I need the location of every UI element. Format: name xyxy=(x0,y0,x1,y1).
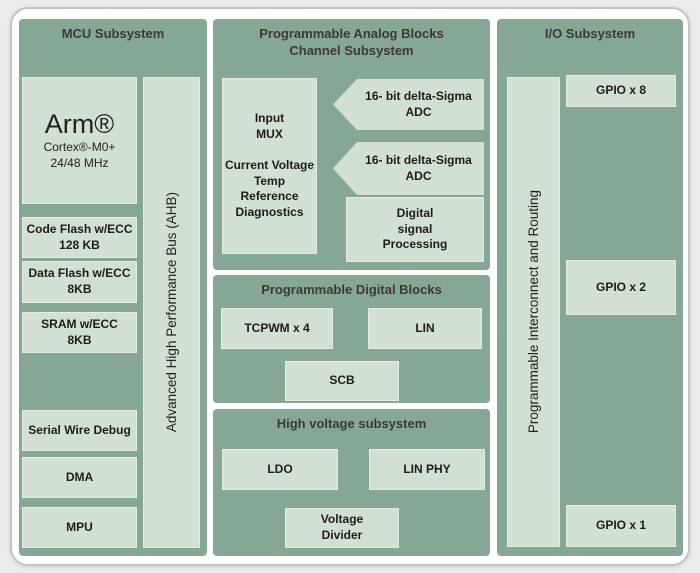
block-voltage-divider: Voltage Divider xyxy=(285,508,399,548)
io-subsystem-title: I/O Subsystem xyxy=(544,26,636,41)
block-ldo: LDO xyxy=(222,449,338,490)
ahb-bus-label: Advanced High Performance Bus (AHB) xyxy=(164,192,179,433)
block-tcpwm: TCPWM x 4 xyxy=(221,308,333,349)
high-voltage-subsystem-title: High voltage subsystem xyxy=(276,416,427,431)
block-digital-signal-processing: Digital signal Processing xyxy=(346,197,484,262)
mcu-subsystem-title: MCU Subsystem xyxy=(61,26,165,41)
block-gpio-x8: GPIO x 8 xyxy=(566,75,676,107)
block-data-flash: Data Flash w/ECC 8KB xyxy=(22,261,137,303)
io-subsystem-panel: I/O Subsystem Programmable Interconnect … xyxy=(497,19,683,556)
block-gpio-x2: GPIO x 2 xyxy=(566,260,676,315)
diagram-frame: MCU Subsystem Arm® Cortex®-M0+ 24/48 MHz… xyxy=(10,7,690,566)
block-lin-phy: LIN PHY xyxy=(369,449,485,490)
analog-subsystem-panel: Programmable Analog Blocks Channel Subsy… xyxy=(213,19,490,270)
block-dma: DMA xyxy=(22,457,137,498)
interconnect-routing-bar: Programmable Interconnect and Routing xyxy=(507,77,560,547)
ahb-bus-bar: Advanced High Performance Bus (AHB) xyxy=(143,77,200,548)
high-voltage-subsystem-panel: High voltage subsystem LDO LIN PHY Volta… xyxy=(213,409,490,556)
block-gpio-x1: GPIO x 1 xyxy=(566,505,676,547)
digital-blocks-title: Programmable Digital Blocks xyxy=(261,282,442,297)
block-code-flash: Code Flash w/ECC 128 KB xyxy=(22,217,137,258)
mcu-subsystem-panel: MCU Subsystem Arm® Cortex®-M0+ 24/48 MHz… xyxy=(19,19,207,556)
block-input-mux: Input MUX Current Voltage Temp Reference… xyxy=(222,78,317,254)
analog-subsystem-title: Programmable Analog Blocks Channel Subsy… xyxy=(259,26,444,58)
digital-blocks-panel: Programmable Digital Blocks TCPWM x 4 LI… xyxy=(213,275,490,403)
block-mpu: MPU xyxy=(22,507,137,548)
cpu-core-label: Cortex®-M0+ xyxy=(43,140,116,155)
block-lin: LIN xyxy=(368,308,482,349)
block-arm-cpu: Arm® Cortex®-M0+ 24/48 MHz xyxy=(22,77,137,204)
interconnect-routing-label: Programmable Interconnect and Routing xyxy=(526,190,541,434)
cpu-clock-label: 24/48 MHz xyxy=(50,156,109,171)
block-adc-1: 16- bit delta-Sigma ADC xyxy=(333,79,484,130)
cpu-name-label: Arm® xyxy=(44,109,115,140)
block-sram: SRAM w/ECC 8KB xyxy=(22,312,137,353)
block-scb: SCB xyxy=(285,361,399,401)
block-serial-wire-debug: Serial Wire Debug xyxy=(22,410,137,451)
block-adc-2: 16- bit delta-Sigma ADC xyxy=(333,142,484,195)
